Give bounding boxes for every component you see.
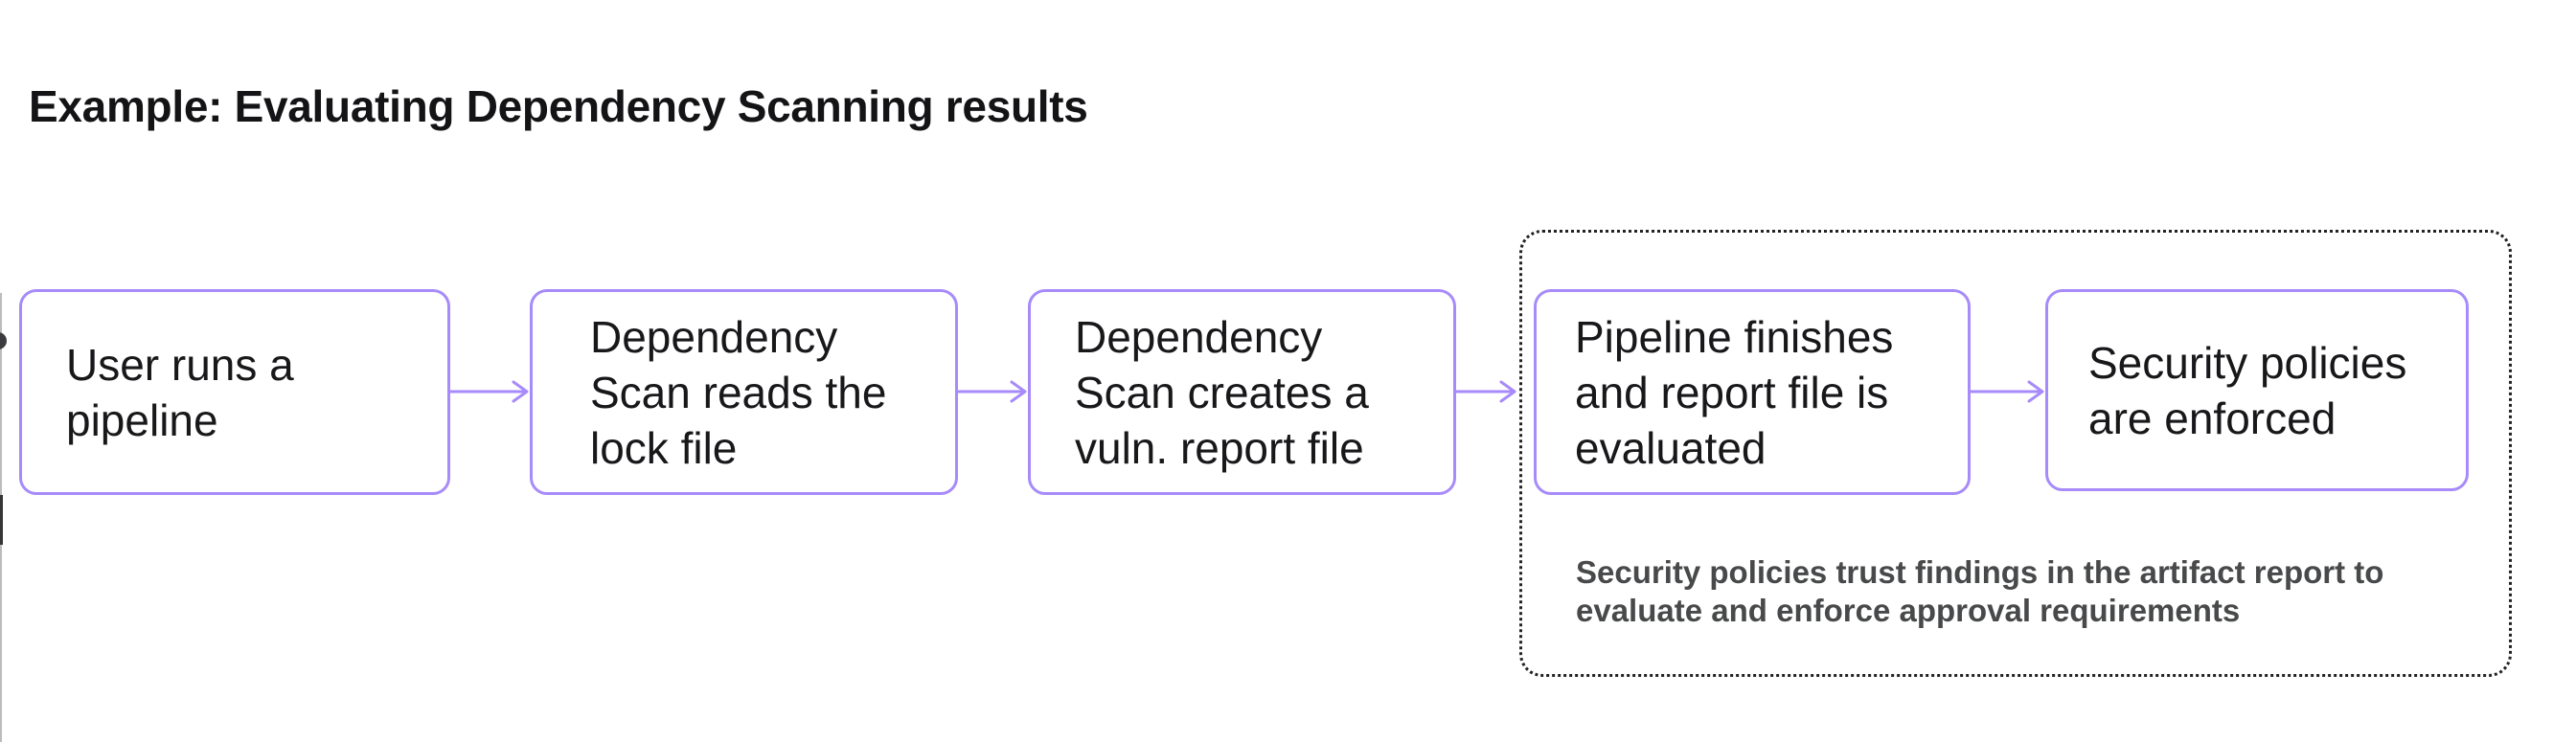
flow-node-label: User runs a pipeline — [66, 339, 294, 445]
flow-node-pipeline-finishes-evaluated: Pipeline finishes and report file is eva… — [1534, 289, 1971, 495]
arrow-right-icon — [450, 372, 530, 411]
arrow-right-icon — [1971, 372, 2045, 411]
flow-node-label: Dependency Scan reads the lock file — [590, 311, 887, 473]
flow-node-policies-enforced: Security policies are enforced — [2045, 289, 2469, 491]
flow-node-scan-reads-lock-file: Dependency Scan reads the lock file — [530, 289, 958, 495]
clipped-edge-line-dark — [0, 495, 3, 545]
flow-node-label: Dependency Scan creates a vuln. report f… — [1075, 311, 1369, 473]
flow-node-user-runs-pipeline: User runs a pipeline — [19, 289, 450, 495]
page-title: Example: Evaluating Dependency Scanning … — [29, 81, 1088, 131]
policy-group-caption: Security policies trust findings in the … — [1576, 554, 2384, 628]
policy-evaluation-group-outline — [1519, 230, 2512, 677]
clipped-circle-artifact — [0, 332, 7, 349]
flow-node-label: Security policies are enforced — [2088, 337, 2407, 443]
arrow-right-icon — [958, 372, 1028, 411]
arrow-right-icon — [1456, 372, 1517, 411]
flow-node-label: Pipeline finishes and report file is eva… — [1575, 311, 1894, 473]
flow-node-scan-creates-report: Dependency Scan creates a vuln. report f… — [1028, 289, 1456, 495]
